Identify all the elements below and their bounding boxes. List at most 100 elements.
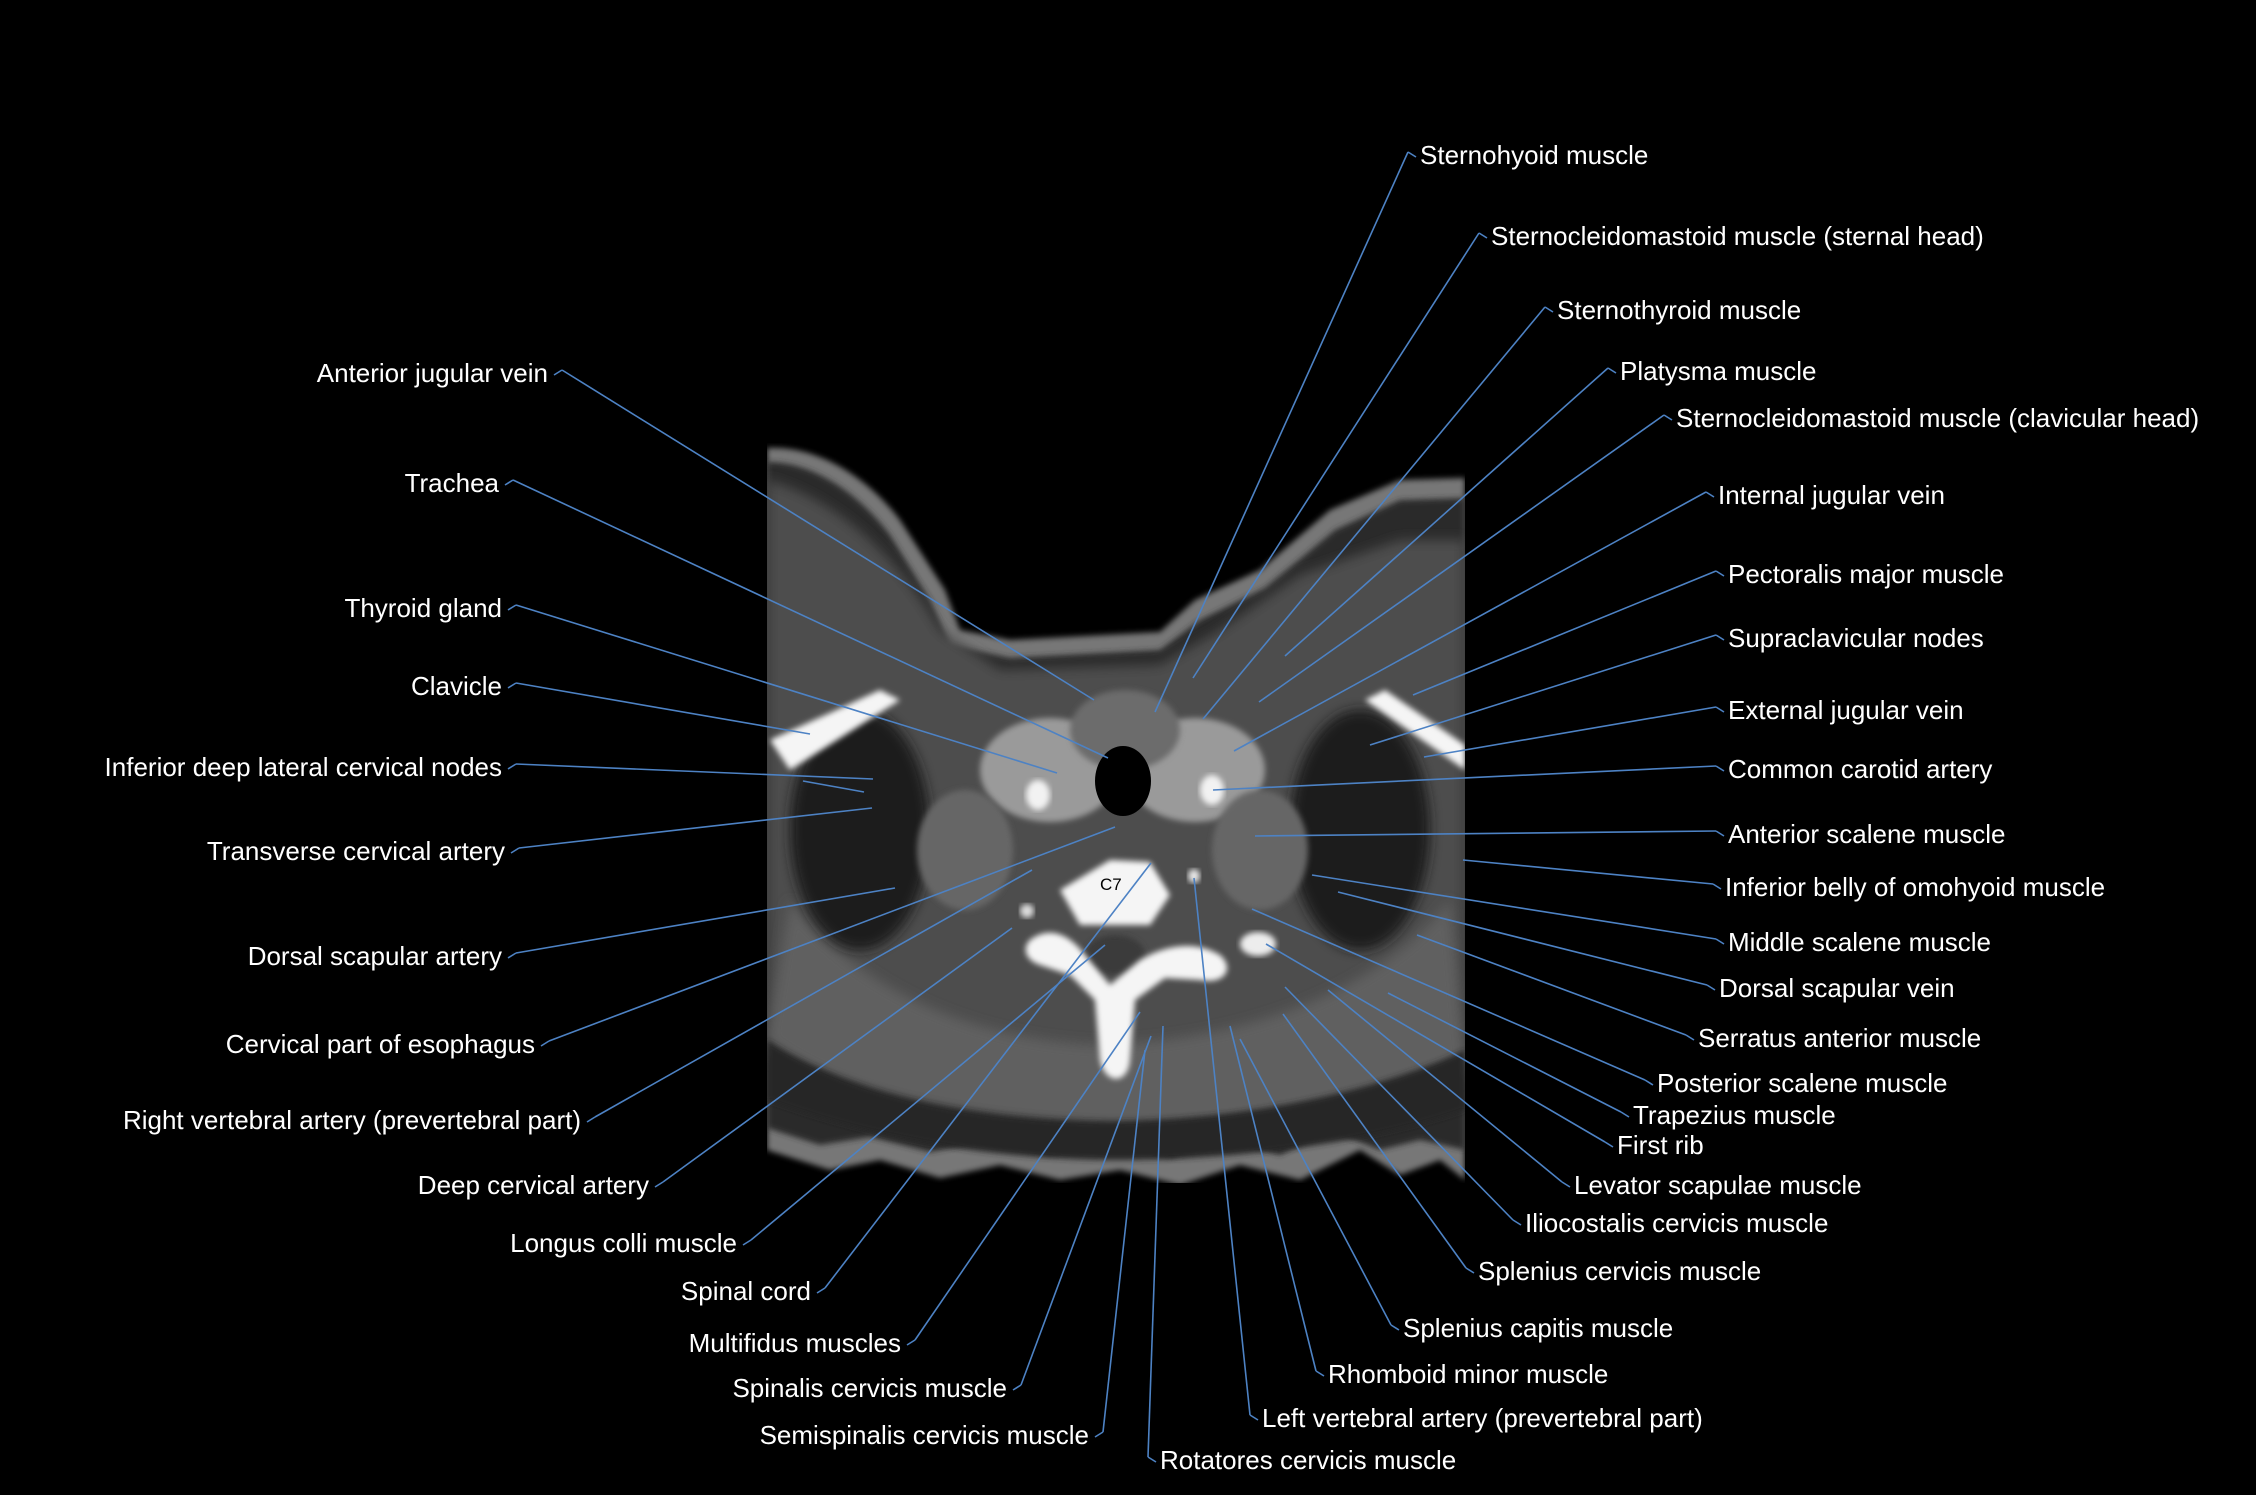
- label-splenius-capitis-muscle: Splenius capitis muscle: [1403, 1313, 1674, 1343]
- leader-line: [1407, 151, 1417, 158]
- leader-line: [1620, 1111, 1630, 1118]
- leader-line: [1715, 570, 1725, 577]
- leader-line: [1416, 934, 1687, 1036]
- leader-line: [518, 807, 873, 849]
- leader-line: [1020, 1035, 1152, 1386]
- leader-line: [1607, 367, 1617, 374]
- leader-line: [662, 927, 1013, 1183]
- leader-line: [507, 682, 517, 689]
- label-external-jugular-vein: External jugular vein: [1728, 695, 1964, 725]
- leader-line: [1154, 151, 1409, 713]
- leader-line: [1715, 634, 1725, 641]
- label-internal-jugular-vein: Internal jugular vein: [1718, 480, 1945, 510]
- leader-line: [1685, 1034, 1695, 1041]
- leader-line: [1284, 986, 1514, 1221]
- label-spinalis-cervicis-muscle: Spinalis cervicis muscle: [732, 1373, 1007, 1403]
- leader-line: [504, 479, 514, 486]
- leader-line: [586, 1116, 596, 1123]
- leader-line: [1544, 306, 1554, 313]
- leader-line: [1251, 908, 1646, 1081]
- label-splenius-cervicis-muscle: Splenius cervicis muscle: [1478, 1256, 1762, 1286]
- label-supraclavicular-nodes: Supraclavicular nodes: [1728, 623, 1984, 653]
- leader-line: [906, 1339, 916, 1346]
- leader-line: [742, 1239, 752, 1246]
- leader-line: [1561, 1181, 1571, 1188]
- leader-line: [802, 780, 865, 793]
- label-dorsal-scapular-vein: Dorsal scapular vein: [1719, 973, 1955, 1003]
- label-left-vertebral-artery-prevertebral-part: Left vertebral artery (prevertebral part…: [1262, 1403, 1703, 1433]
- leader-line: [1715, 706, 1725, 713]
- leader-line: [507, 952, 517, 959]
- label-levator-scapulae-muscle: Levator scapulae muscle: [1574, 1170, 1862, 1200]
- label-iliocostalis-cervicis-muscle: Iliocostalis cervicis muscle: [1525, 1208, 1829, 1238]
- leader-line: [750, 944, 1106, 1241]
- leader-line: [1229, 1025, 1317, 1372]
- leader-line: [1254, 830, 1717, 837]
- label-sternothyroid-muscle: Sternothyroid muscle: [1557, 295, 1802, 325]
- leader-line: [914, 1011, 1141, 1341]
- label-middle-scalene-muscle: Middle scalene muscle: [1728, 927, 1992, 957]
- label-sternohyoid-muscle: Sternohyoid muscle: [1420, 140, 1649, 170]
- leader-line: [1315, 1370, 1325, 1377]
- label-sternocleidomastoid-muscle-sternal-head: Sternocleidomastoid muscle (sternal head…: [1491, 221, 1984, 251]
- label-dorsal-scapular-artery: Dorsal scapular artery: [247, 941, 502, 971]
- label-sternocleidomastoid-muscle-clavicular-head: Sternocleidomastoid muscle (clavicular h…: [1676, 403, 2200, 433]
- leader-line: [512, 479, 1109, 759]
- leader-line: [1282, 1013, 1467, 1269]
- leader-line: [515, 682, 811, 735]
- leader-line: [1094, 1431, 1104, 1438]
- label-trachea: Trachea: [404, 468, 499, 498]
- leader-line: [594, 869, 1033, 1118]
- leader-line: [1387, 992, 1622, 1113]
- leader-line: [1337, 891, 1708, 986]
- leader-line: [1512, 1219, 1522, 1226]
- vertebra-label: C7: [1100, 875, 1122, 894]
- label-multifidus-muscles: Multifidus muscles: [688, 1328, 901, 1358]
- leader-line: [1412, 570, 1717, 696]
- label-posterior-scalene-muscle: Posterior scalene muscle: [1657, 1068, 1948, 1098]
- leader-line: [1663, 414, 1673, 421]
- leader-line: [1212, 765, 1717, 791]
- leader-line: [515, 763, 874, 780]
- leader-line: [1284, 367, 1609, 657]
- label-rhomboid-minor-muscle: Rhomboid minor muscle: [1328, 1359, 1609, 1389]
- leader-line: [1706, 984, 1716, 991]
- leader-line: [1258, 414, 1665, 703]
- label-clavicle: Clavicle: [410, 671, 502, 701]
- label-trapezius-muscle: Trapezius muscle: [1633, 1100, 1836, 1130]
- leader-line: [1012, 1384, 1022, 1391]
- label-first-rib: First rib: [1617, 1130, 1704, 1160]
- label-anterior-jugular-vein: Anterior jugular vein: [316, 358, 548, 388]
- leader-line: [507, 604, 517, 611]
- label-deep-cervical-artery: Deep cervical artery: [417, 1170, 649, 1200]
- leader-line: [1604, 1141, 1614, 1148]
- label-inferior-deep-lateral-cervical-nodes: Inferior deep lateral cervical nodes: [104, 752, 502, 782]
- ct-slice: [767, 447, 1465, 1183]
- leader-line: [1102, 1049, 1146, 1433]
- leader-line: [1715, 830, 1725, 837]
- label-serratus-anterior-muscle: Serratus anterior muscle: [1698, 1023, 1982, 1053]
- leader-line: [1192, 232, 1480, 679]
- label-inferior-belly-of-omohyoid-muscle: Inferior belly of omohyoid muscle: [1725, 872, 2106, 902]
- leader-line: [1311, 874, 1717, 940]
- label-anterior-scalene-muscle: Anterior scalene muscle: [1728, 819, 2006, 849]
- leader-line: [510, 847, 520, 854]
- label-pectoralis-major-muscle: Pectoralis major muscle: [1728, 559, 2004, 589]
- leader-line: [1202, 306, 1546, 720]
- leader-line: [824, 862, 1152, 1289]
- leader-line: [1465, 1267, 1475, 1274]
- leader-line: [1705, 491, 1715, 498]
- leader-line: [654, 1181, 664, 1188]
- leader-line: [553, 369, 563, 376]
- leader-line: [1369, 634, 1717, 746]
- label-right-vertebral-artery-prevertebral-part: Right vertebral artery (prevertebral par…: [122, 1105, 581, 1135]
- label-longus-colli-muscle: Longus colli muscle: [510, 1228, 737, 1258]
- leader-line: [548, 826, 1116, 1042]
- label-semispinalis-cervicis-muscle: Semispinalis cervicis muscle: [759, 1420, 1089, 1450]
- leader-line: [1644, 1079, 1654, 1086]
- leader-line: [1239, 1038, 1392, 1326]
- leader-line: [1327, 989, 1563, 1183]
